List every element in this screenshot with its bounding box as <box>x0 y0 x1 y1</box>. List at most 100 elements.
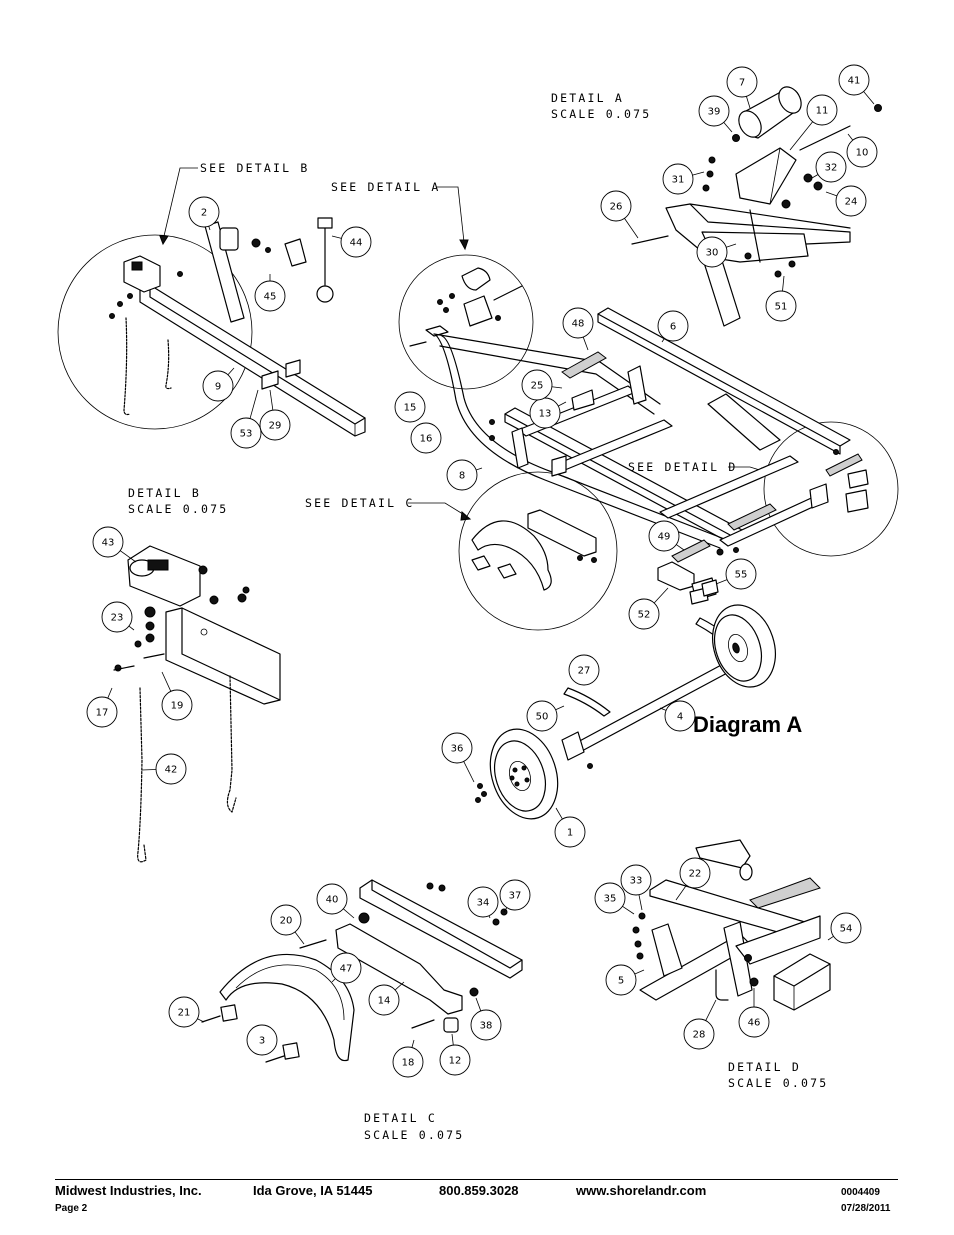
balloon-circle <box>441 732 473 764</box>
balloon-leader-line <box>476 467 483 471</box>
detail-b-label: DETAIL B SCALE 0.075 <box>128 486 228 516</box>
part-number-label: 44 <box>350 238 363 249</box>
balloon-leader-line <box>475 997 482 1012</box>
part-number-label: 6 <box>670 322 676 333</box>
part-number-label: 30 <box>706 248 719 259</box>
part-balloon: 9 <box>202 367 235 402</box>
part-balloon: 4 <box>659 700 696 732</box>
detail-a-title: DETAIL A <box>551 91 624 105</box>
footer-city: Ida Grove, IA 51445 <box>253 1183 373 1198</box>
part-balloon: 2 <box>188 196 220 231</box>
balloon-leader-line <box>411 1039 415 1048</box>
balloon-circle <box>270 904 302 936</box>
part-balloon: 30 <box>696 236 737 268</box>
balloon-leader-line <box>811 174 819 179</box>
balloon-leader-line <box>463 761 475 783</box>
balloon-circle <box>696 236 728 268</box>
part-number-label: 9 <box>215 382 221 393</box>
part-number-label: 34 <box>477 898 490 909</box>
part-balloon: 18 <box>392 1039 424 1078</box>
balloon-circle <box>605 964 637 996</box>
part-number-label: 11 <box>816 106 829 117</box>
balloon-leader-line <box>622 905 635 915</box>
balloon-leader-line <box>343 908 355 919</box>
part-number-label: 21 <box>178 1008 191 1019</box>
part-number-balloons: 1234567891011121314151617181920212223242… <box>86 64 878 1078</box>
footer-company: Midwest Industries, Inc. <box>55 1183 202 1198</box>
detail-a-circle <box>398 254 534 390</box>
balloon-circle <box>628 598 660 630</box>
part-balloon: 45 <box>254 274 286 312</box>
balloon-circle <box>467 886 499 918</box>
part-number-label: 32 <box>825 163 838 174</box>
balloon-circle <box>168 996 200 1028</box>
balloon-leader-line <box>119 550 137 563</box>
balloon-leader-line <box>197 1018 205 1023</box>
balloon-leader-line <box>227 367 235 376</box>
balloon-circle <box>155 753 187 785</box>
balloon-circle <box>698 95 730 127</box>
fender-assembly-detail-c <box>201 879 523 1063</box>
see-detail-c-callout: SEE DETAIL C <box>305 496 472 521</box>
balloon-circle <box>664 700 696 732</box>
part-balloon: 46 <box>738 988 770 1038</box>
part-balloon: 6 <box>657 310 689 343</box>
balloon-circle <box>392 1046 424 1078</box>
part-balloon: 53 <box>230 389 262 449</box>
balloon-circle <box>330 952 362 984</box>
balloon-circle <box>662 163 694 195</box>
part-number-label: 27 <box>578 666 591 677</box>
balloon-leader-line <box>653 587 669 604</box>
part-balloon: 20 <box>270 904 305 945</box>
balloon-circle <box>101 601 133 633</box>
part-number-label: 18 <box>402 1058 415 1069</box>
balloon-leader-line <box>107 687 113 699</box>
balloon-circle <box>600 190 632 222</box>
balloon-circle <box>410 422 442 454</box>
part-number-label: 39 <box>708 107 721 118</box>
balloon-circle <box>835 185 867 217</box>
part-number-label: 12 <box>449 1056 462 1067</box>
see-detail-a-text: SEE DETAIL A <box>331 180 440 194</box>
balloon-circle <box>340 226 372 258</box>
balloon-leader-line <box>294 931 305 945</box>
footer-phone: 800.859.3028 <box>439 1183 519 1198</box>
part-balloon: 17 <box>86 687 118 728</box>
rear-crossmember-detail-d <box>632 839 831 1011</box>
part-number-label: 4 <box>677 712 683 723</box>
part-number-label: 50 <box>536 712 549 723</box>
part-balloon: 50 <box>526 700 565 732</box>
balloon-circle <box>188 196 220 228</box>
part-balloon: 38 <box>470 997 502 1041</box>
balloon-leader-line <box>659 707 667 711</box>
balloon-leader-line <box>128 625 135 631</box>
detail-b-scale: SCALE 0.075 <box>128 502 228 516</box>
part-number-label: 33 <box>630 876 643 887</box>
balloon-leader-line <box>782 275 785 292</box>
balloon-circle <box>725 558 757 590</box>
balloon-circle <box>846 136 878 168</box>
balloon-circle <box>521 369 553 401</box>
part-balloon: 12 <box>439 1033 471 1076</box>
part-number-label: 37 <box>509 891 522 902</box>
balloon-leader-line <box>746 96 751 109</box>
detail-b-title: DETAIL B <box>128 486 201 500</box>
part-balloon: 19 <box>161 671 193 721</box>
footer-divider <box>55 1179 898 1180</box>
footer-doc-number: 0004409 <box>841 1187 880 1198</box>
detail-b-circle <box>57 234 253 430</box>
balloon-circle <box>368 984 400 1016</box>
part-number-label: 54 <box>840 924 853 935</box>
balloon-leader-line <box>692 171 705 176</box>
part-number-label: 35 <box>604 894 617 905</box>
part-balloon: 8 <box>446 459 483 491</box>
part-number-label: 23 <box>111 613 124 624</box>
see-detail-b-text: SEE DETAIL B <box>200 161 309 175</box>
balloon-circle <box>679 857 711 889</box>
footer-page: Page 2 <box>55 1203 88 1214</box>
balloon-circle <box>246 1024 278 1056</box>
part-number-label: 45 <box>264 292 277 303</box>
balloon-circle <box>259 409 291 441</box>
part-balloon: 24 <box>825 185 867 217</box>
part-number-label: 49 <box>658 532 671 543</box>
